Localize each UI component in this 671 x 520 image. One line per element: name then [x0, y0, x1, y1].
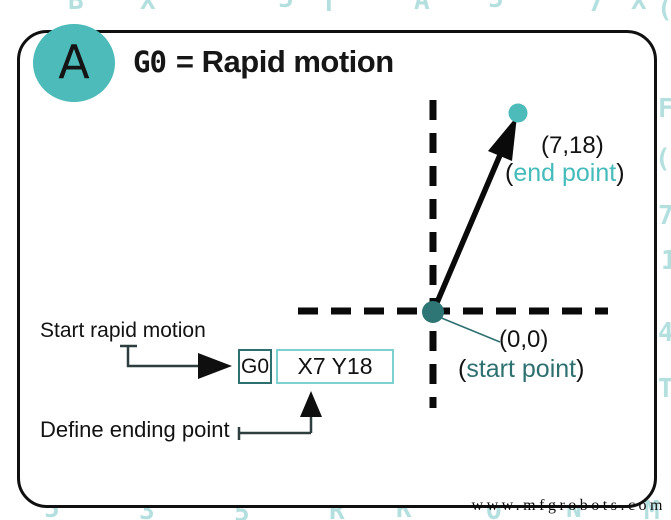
title-gcode: G0	[133, 45, 167, 79]
paren-close: )	[576, 355, 585, 383]
pattern-glyph: X	[631, 0, 647, 16]
pattern-glyph: 5	[278, 0, 294, 12]
pattern-glyph: A	[414, 0, 430, 16]
step-badge: A	[33, 24, 115, 102]
end-point-label: (end point)	[505, 159, 625, 188]
paren-open: (	[505, 159, 514, 187]
define-ending-point-label: Define ending point	[40, 417, 230, 442]
start-point-label: (start point)	[458, 355, 585, 384]
pattern-glyph: 1	[661, 246, 671, 276]
start-point-connector-line	[438, 316, 501, 343]
end-point-label-text: end point	[513, 159, 617, 187]
start-point-label-text: start point	[466, 355, 577, 383]
page-title: G0 = Rapid motion	[133, 44, 394, 80]
pattern-glyph: 5	[488, 0, 504, 12]
pattern-glyph: X	[140, 0, 156, 16]
pattern-glyph: 4	[658, 318, 671, 348]
card	[17, 30, 657, 508]
step-badge-letter: A	[58, 35, 90, 89]
start-point-dot	[422, 301, 444, 323]
gcode-coords-box: X7 Y18	[276, 349, 394, 384]
pattern-glyph: (	[655, 144, 671, 174]
pattern-glyph: T	[321, 0, 337, 18]
gcode-command-box: G0	[238, 349, 272, 384]
start-rapid-motion-label: Start rapid motion	[40, 319, 206, 342]
pattern-glyph: 7	[658, 201, 671, 231]
start-point-coords: (0,0)	[499, 326, 549, 353]
pattern-glyph: T	[658, 374, 671, 404]
pattern-glyph: F	[658, 94, 671, 124]
pattern-glyph: 7	[588, 0, 604, 18]
watermark: www.mfgrobots.com	[471, 497, 666, 514]
title-text: = Rapid motion	[175, 44, 394, 79]
end-point-coords: (7,18)	[541, 132, 604, 159]
pattern-glyph: (	[657, 0, 671, 22]
pattern-glyph: M	[644, 496, 660, 520]
rapid-motion-arrow	[430, 116, 517, 314]
pattern-glyph: B	[68, 0, 84, 16]
paren-close: )	[616, 159, 625, 187]
start-callout-arrow	[120, 344, 232, 379]
paren-open: (	[458, 355, 467, 383]
define-callout-arrow	[237, 391, 322, 440]
end-point-dot	[508, 103, 528, 123]
